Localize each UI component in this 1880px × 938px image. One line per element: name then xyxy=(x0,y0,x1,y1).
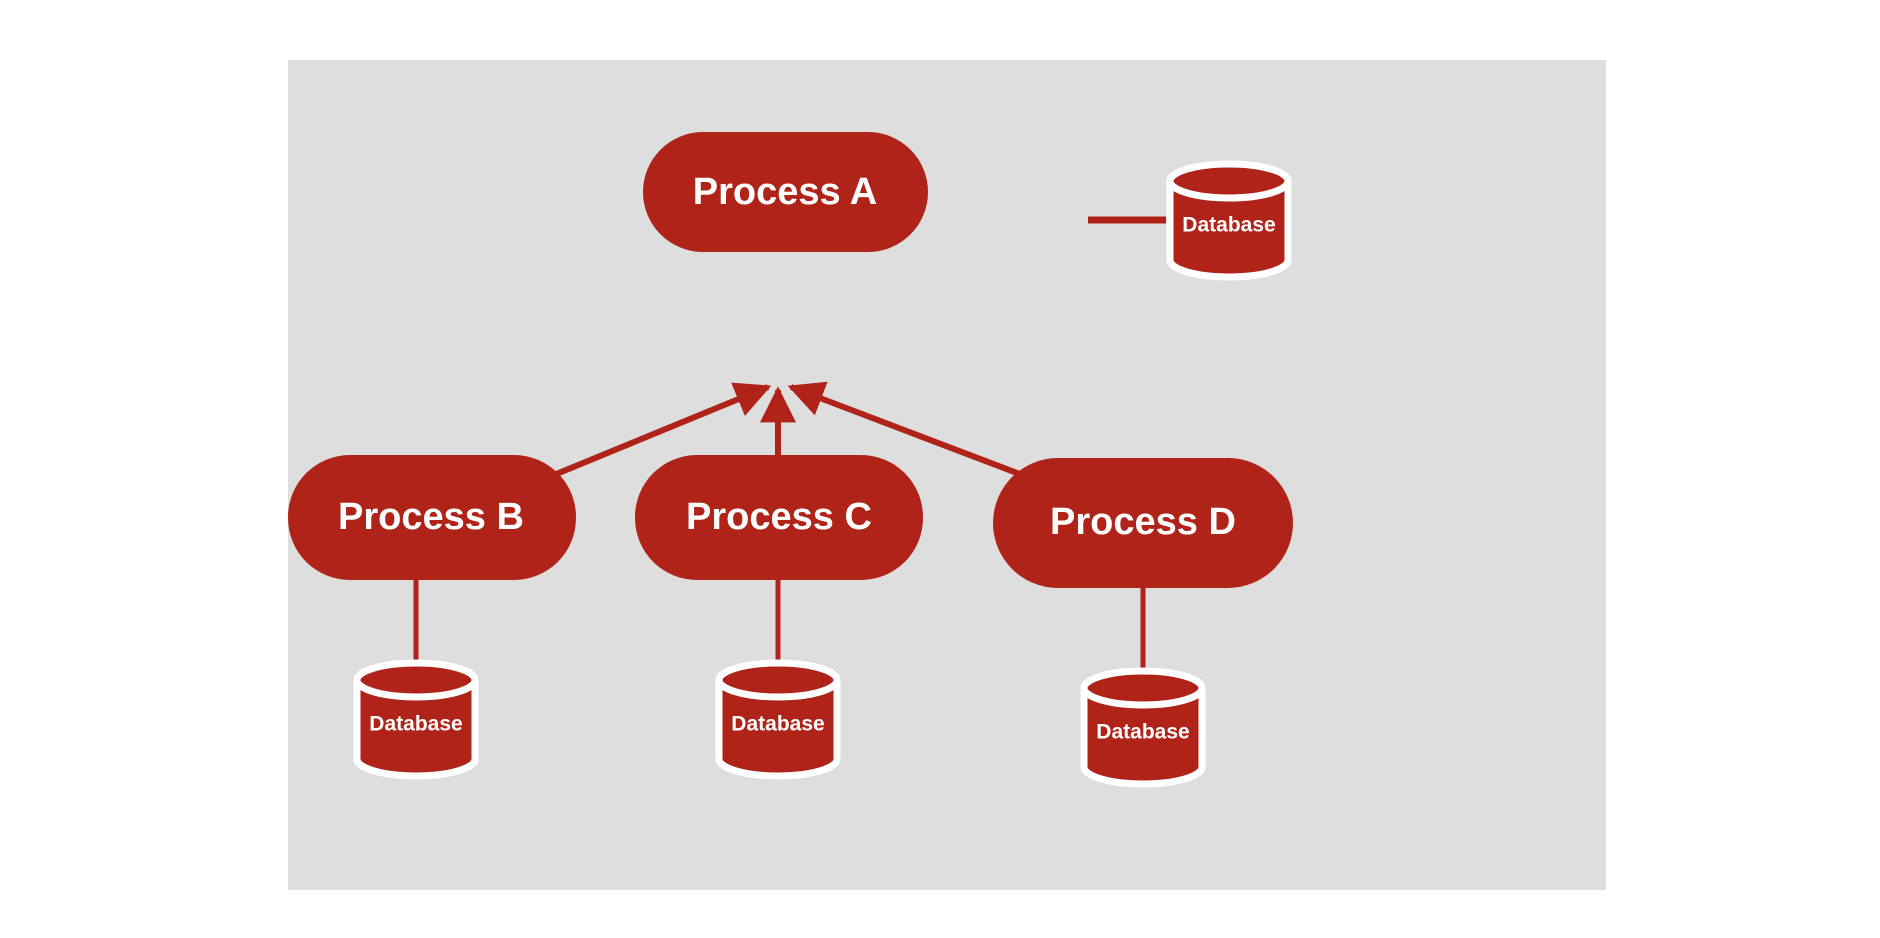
node-process-a[interactable]: Process A xyxy=(643,132,928,252)
db-b-cylinder-top xyxy=(353,679,479,701)
db-d-label: Database xyxy=(1096,721,1189,744)
node-process-c[interactable]: Process C xyxy=(635,455,923,580)
process-c-label: Process C xyxy=(686,496,872,538)
datastore-db-d[interactable]: Database xyxy=(1080,667,1206,788)
db-c-cylinder-top xyxy=(715,679,841,701)
db-a-label: Database xyxy=(1182,214,1275,237)
process-b-shape xyxy=(288,455,576,580)
process-d-label: Process D xyxy=(1050,501,1236,543)
db-d-cylinder-top xyxy=(1080,687,1206,709)
process-a-label: Process A xyxy=(693,171,877,213)
db-b-label: Database xyxy=(369,713,462,736)
process-a-shape xyxy=(643,132,928,252)
db-c-label: Database xyxy=(731,713,824,736)
datastore-db-a[interactable]: Database xyxy=(1166,160,1292,281)
process-c-shape xyxy=(635,455,923,580)
diagram-canvas: Process A Process B Process C Process D … xyxy=(288,60,1606,890)
node-process-d[interactable]: Process D xyxy=(993,458,1293,588)
diagram-svg: Process A Process B Process C Process D … xyxy=(288,132,1293,788)
process-b-label: Process B xyxy=(338,496,524,538)
datastore-db-c[interactable]: Database xyxy=(715,659,841,780)
datastore-db-b[interactable]: Database xyxy=(353,659,479,780)
node-process-b[interactable]: Process B xyxy=(288,455,576,580)
db-a-cylinder-top xyxy=(1166,180,1292,202)
process-d-shape xyxy=(993,458,1293,588)
